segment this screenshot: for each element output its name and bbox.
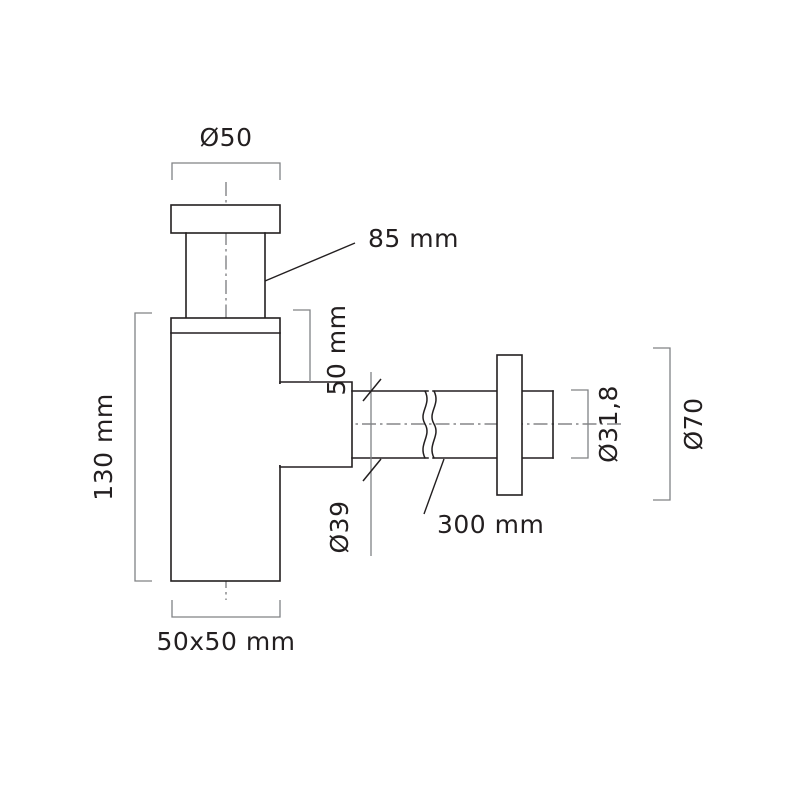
flange-diameter-bracket: [653, 347, 671, 501]
dimension-pipe-length: 300 mm: [423, 458, 544, 539]
dimension-top-diameter: Ø50: [171, 123, 281, 180]
flange-diameter-label: Ø70: [679, 398, 708, 451]
part-geometry: [170, 204, 554, 582]
body-size-label: 50x50 mm: [156, 627, 295, 656]
dimension-flange-diameter: Ø70: [653, 347, 708, 501]
break-line-right: [431, 390, 437, 459]
outlet-diameter-tick-bottom: [362, 458, 382, 482]
dimension-tailpiece-length: 85 mm: [264, 224, 459, 282]
pipe-diameter-bracket: [571, 389, 589, 459]
body-height-bracket: [134, 312, 152, 582]
top-diameter-bracket: [171, 162, 281, 180]
tailpiece-length-label: 85 mm: [368, 224, 459, 253]
outlet-diameter-tick-top: [362, 378, 382, 402]
trap-body: [170, 317, 281, 582]
wall-collar: [496, 354, 523, 496]
dimension-pipe-diameter: Ø31,8: [571, 385, 623, 463]
outlet-height-ext: [293, 309, 311, 382]
outlet-height-label: 50 mm: [322, 305, 351, 396]
break-line-left: [422, 390, 428, 459]
outlet-diameter-label: Ø39: [325, 501, 354, 554]
dimension-body-height: 130 mm: [89, 312, 152, 582]
body-height-label: 130 mm: [89, 393, 118, 500]
pipe-diameter-label: Ø31,8: [594, 385, 623, 463]
top-flange: [170, 204, 281, 234]
dimension-body-size: 50x50 mm: [156, 600, 295, 656]
tailpiece-leader-line: [264, 242, 356, 282]
pipe-length-leader-line: [423, 458, 445, 515]
body-size-bracket: [171, 600, 281, 618]
dimension-outlet-height: 50 mm: [293, 305, 351, 396]
dimension-outlet-diameter: Ø39: [325, 372, 382, 556]
pipe-length-label: 300 mm: [437, 510, 544, 539]
top-diameter-label: Ø50: [200, 123, 253, 152]
